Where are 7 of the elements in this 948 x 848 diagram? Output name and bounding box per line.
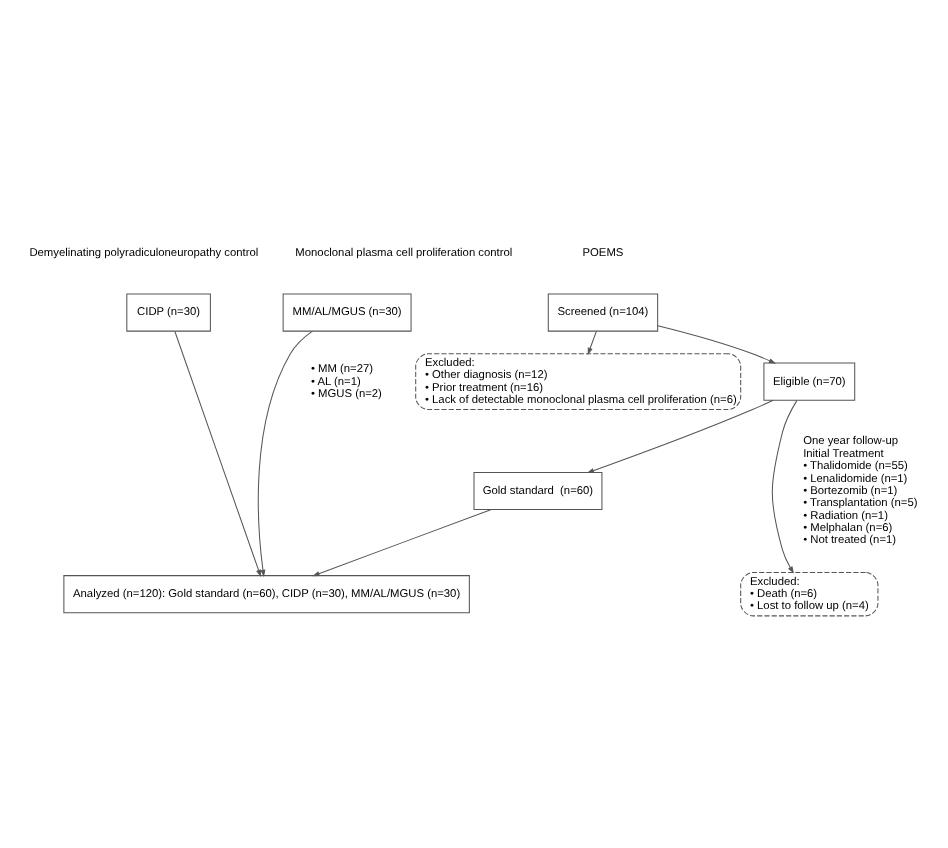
arrow xyxy=(586,398,774,472)
arrow xyxy=(312,508,492,576)
arrow xyxy=(657,324,777,363)
arrow xyxy=(771,399,798,573)
arrow xyxy=(174,329,261,576)
arrow xyxy=(257,329,313,576)
arrow xyxy=(587,329,597,354)
